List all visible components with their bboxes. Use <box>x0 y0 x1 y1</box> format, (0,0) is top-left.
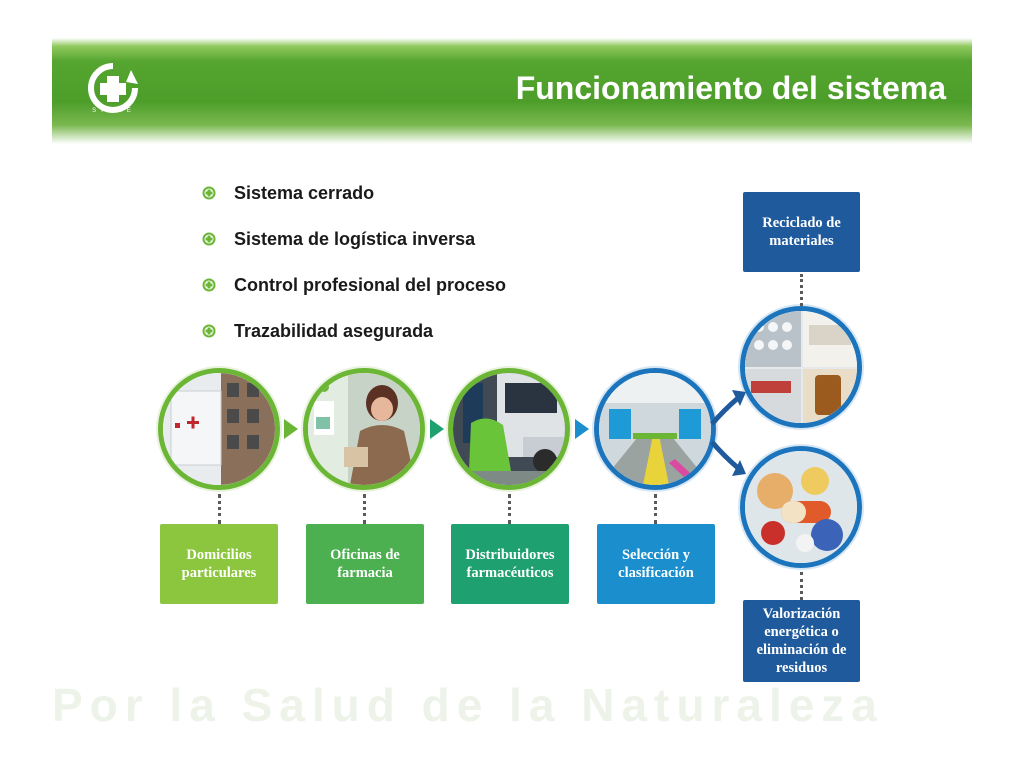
sigre-bullet-icon <box>202 186 216 200</box>
list-item: Control profesional del proceso <box>202 262 506 308</box>
list-item-label: Trazabilidad asegurada <box>234 320 434 341</box>
page-title: Funcionamiento del sistema <box>515 70 946 106</box>
flow-arrow-icon <box>575 419 589 439</box>
connector-dots <box>363 494 366 524</box>
header-banner <box>52 38 972 144</box>
photo-home-cabinet <box>158 368 280 490</box>
footer-slogan: Por la Salud de la Naturaleza <box>52 679 884 731</box>
list-item: Sistema cerrado <box>202 170 506 216</box>
step-pharmacy: Oficinas de farmacia <box>306 524 424 604</box>
branch-arrows-icon <box>710 390 746 476</box>
connector-dots <box>800 274 803 306</box>
list-item: Trazabilidad asegurada <box>202 308 506 354</box>
sigre-bullet-icon <box>202 324 216 338</box>
photo-sorting-plant <box>594 368 716 490</box>
connector-dots <box>218 494 221 524</box>
list-item-label: Control profesional del proceso <box>234 274 507 295</box>
step-home: Domicilios particulares <box>160 524 278 604</box>
photo-recycled-materials <box>740 306 862 428</box>
step-sorting: Selección y clasificación <box>597 524 715 604</box>
flow-arrow-icon <box>284 419 298 439</box>
list-item-label: Sistema de logística inversa <box>234 228 476 249</box>
feature-list: Sistema cerrado Sistema de logística inv… <box>202 170 506 354</box>
flow-arrow-icon <box>430 419 444 439</box>
sigre-logo-icon <box>88 63 138 113</box>
connector-dots <box>800 572 803 600</box>
logo-text: SIGRE <box>92 108 136 114</box>
outcome-energy-recovery: Valorización energética o eliminación de… <box>743 600 860 682</box>
sigre-bullet-icon <box>202 232 216 246</box>
outcome-recycling: Reciclado de materiales <box>743 192 860 272</box>
step-distributor: Distribuidores farmacéuticos <box>451 524 569 604</box>
photo-distributor <box>448 368 570 490</box>
list-item: Sistema de logística inversa <box>202 216 506 262</box>
list-item-label: Sistema cerrado <box>234 182 375 203</box>
connector-dots <box>508 494 511 524</box>
photo-pharmacy <box>303 368 425 490</box>
sigre-bullet-icon <box>202 278 216 292</box>
photo-pills <box>740 446 862 568</box>
connector-dots <box>654 494 657 524</box>
